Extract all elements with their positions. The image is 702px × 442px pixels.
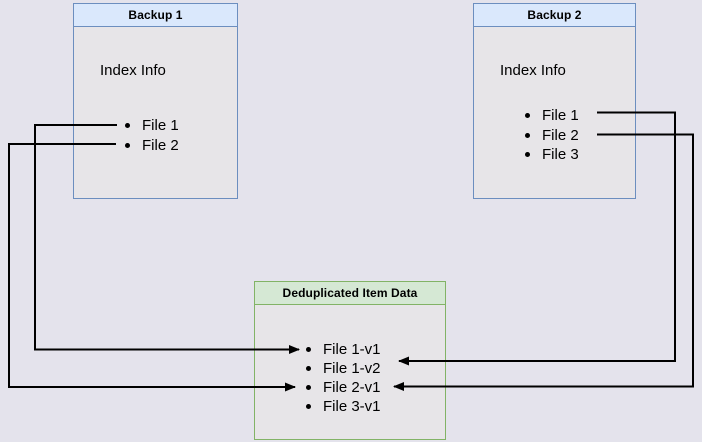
list-item: File 1 [74, 116, 237, 136]
file-label: File 1 [542, 107, 579, 125]
list-item: File 3-v1 [255, 397, 445, 416]
dedup-box: Deduplicated Item Data File 1-v1 File 1-… [254, 281, 446, 440]
bullet-dot [306, 366, 311, 371]
bullet-dot [306, 404, 311, 409]
file-label: File 1-v1 [323, 341, 381, 358]
bullet-dot [525, 113, 530, 119]
bullet-dot [125, 142, 130, 148]
backup1-box: Backup 1 Index Info File 1 File 2 [73, 3, 238, 199]
list-item: File 2 [474, 126, 635, 146]
backup1-index-label: Index Info [100, 62, 166, 79]
dedup-title: Deduplicated Item Data [282, 286, 418, 300]
bullet-dot [306, 385, 311, 390]
backup2-title: Backup 2 [527, 8, 582, 22]
file-label: File 2 [542, 126, 579, 144]
backup2-index-label: Index Info [500, 62, 566, 79]
file-label: File 3-v1 [323, 398, 381, 415]
file-label: File 1-v2 [323, 360, 381, 377]
list-item: File 2 [74, 136, 237, 156]
bullet-dot [306, 347, 311, 352]
bullet-dot [125, 123, 130, 129]
file-label: File 2 [142, 136, 179, 154]
file-label: File 1 [142, 117, 179, 135]
file-label: File 3 [542, 146, 579, 164]
backup1-title: Backup 1 [128, 8, 183, 22]
dedup-header: Deduplicated Item Data [255, 282, 445, 305]
backup2-header: Backup 2 [474, 4, 635, 27]
list-item: File 1-v2 [255, 359, 445, 378]
list-item: File 1-v1 [255, 340, 445, 359]
list-item: File 3 [474, 145, 635, 165]
dedup-item-list: File 1-v1 File 1-v2 File 2-v1 File 3-v1 [255, 340, 445, 416]
bullet-dot [525, 132, 530, 138]
bullet-dot [525, 152, 530, 158]
file-label: File 2-v1 [323, 379, 381, 396]
backup1-file-list: File 1 File 2 [74, 116, 237, 155]
list-item: File 2-v1 [255, 378, 445, 397]
backup1-header: Backup 1 [74, 4, 237, 27]
backup2-file-list: File 1 File 2 File 3 [474, 106, 635, 165]
backup2-box: Backup 2 Index Info File 1 File 2 File 3 [473, 3, 636, 199]
list-item: File 1 [474, 106, 635, 126]
